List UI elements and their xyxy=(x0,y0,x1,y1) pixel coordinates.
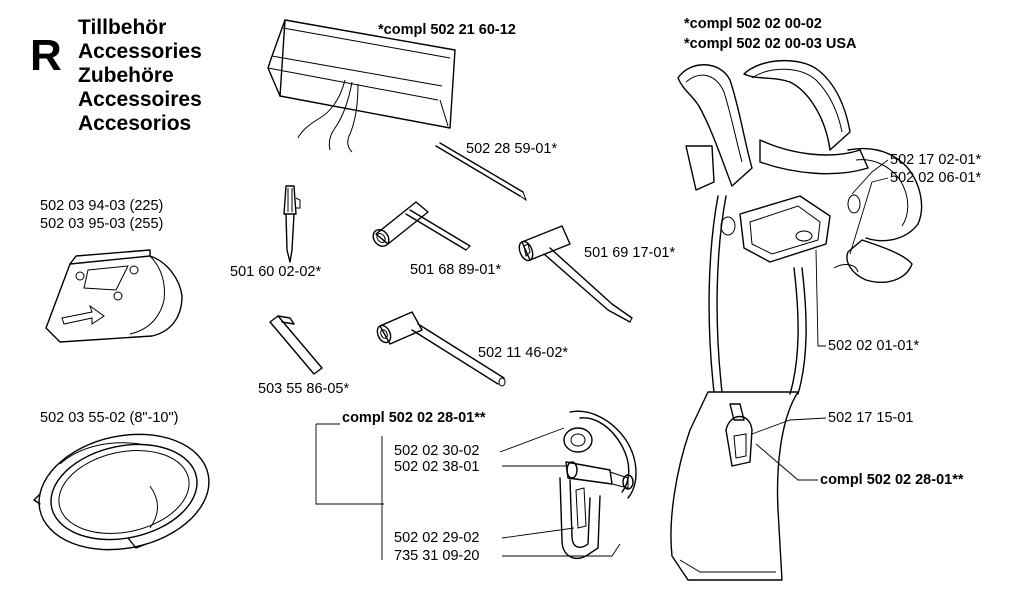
label-screwdriver: 501 60 02-02* xyxy=(230,264,322,280)
section-letter: R xyxy=(30,31,62,80)
label-harness-part-4: 502 17 15-01 xyxy=(828,410,914,426)
label-rod: 502 28 59-01* xyxy=(466,141,558,157)
label-hook-part-4: 735 31 09-20 xyxy=(394,548,480,564)
combination-wrench-illustration xyxy=(376,311,506,387)
label-spark-wrench: 501 69 17-01* xyxy=(584,245,676,261)
label-tbar-wrench: 501 68 89-01* xyxy=(410,262,502,278)
tbar-wrench-illustration xyxy=(372,201,471,251)
label-harness-2: *compl 502 02 00-03 USA xyxy=(684,36,857,52)
label-tool-bag: *compl 502 21 60-12 xyxy=(378,22,516,38)
label-hex-key: 503 55 86-05* xyxy=(258,381,350,397)
label-combi-wrench: 502 11 46-02* xyxy=(478,345,569,361)
label-harness-part-2: 502 02 06-01* xyxy=(890,170,982,186)
label-hook-part-2: 502 02 38-01 xyxy=(394,459,480,475)
label-harness-part-3: 502 02 01-01* xyxy=(828,338,920,354)
label-harness-part-5: compl 502 02 28-01** xyxy=(820,472,964,488)
label-hook-part-1: 502 02 30-02 xyxy=(394,443,480,459)
rod-illustration xyxy=(435,142,528,202)
label-harness-part-1: 502 17 02-01* xyxy=(890,152,982,168)
title-french: Accessoires xyxy=(78,88,202,111)
title-swedish: Tillbehör xyxy=(78,16,167,39)
title-spanish: Accesorios xyxy=(78,112,192,135)
spark-plug-wrench-illustration xyxy=(518,225,633,323)
label-harness-1: *compl 502 02 00-02 xyxy=(684,16,822,32)
tool-bag-illustration xyxy=(267,19,456,153)
label-hook-compl: compl 502 02 28-01** xyxy=(342,410,486,426)
label-hook-part-3: 502 02 29-02 xyxy=(394,530,480,546)
title-block: Tillbehör Accessories Zubehöre Accessoir… xyxy=(78,16,202,136)
label-guard-1: 502 03 94-03 (225) xyxy=(40,198,164,214)
title-english: Accessories xyxy=(78,40,202,63)
trimmer-guard-illustration xyxy=(45,249,183,343)
label-guard-2: 502 03 95-03 (255) xyxy=(40,216,164,232)
ring-guard-illustration xyxy=(33,433,210,551)
hex-key-illustration xyxy=(269,315,323,375)
leader-lines xyxy=(315,159,889,560)
screwdriver-illustration xyxy=(283,185,301,263)
title-german: Zubehöre xyxy=(78,64,174,87)
harness-illustration xyxy=(670,60,923,581)
carrying-hook-illustration xyxy=(559,410,637,559)
label-ring-guard: 502 03 55-02 (8"-10") xyxy=(40,410,179,426)
